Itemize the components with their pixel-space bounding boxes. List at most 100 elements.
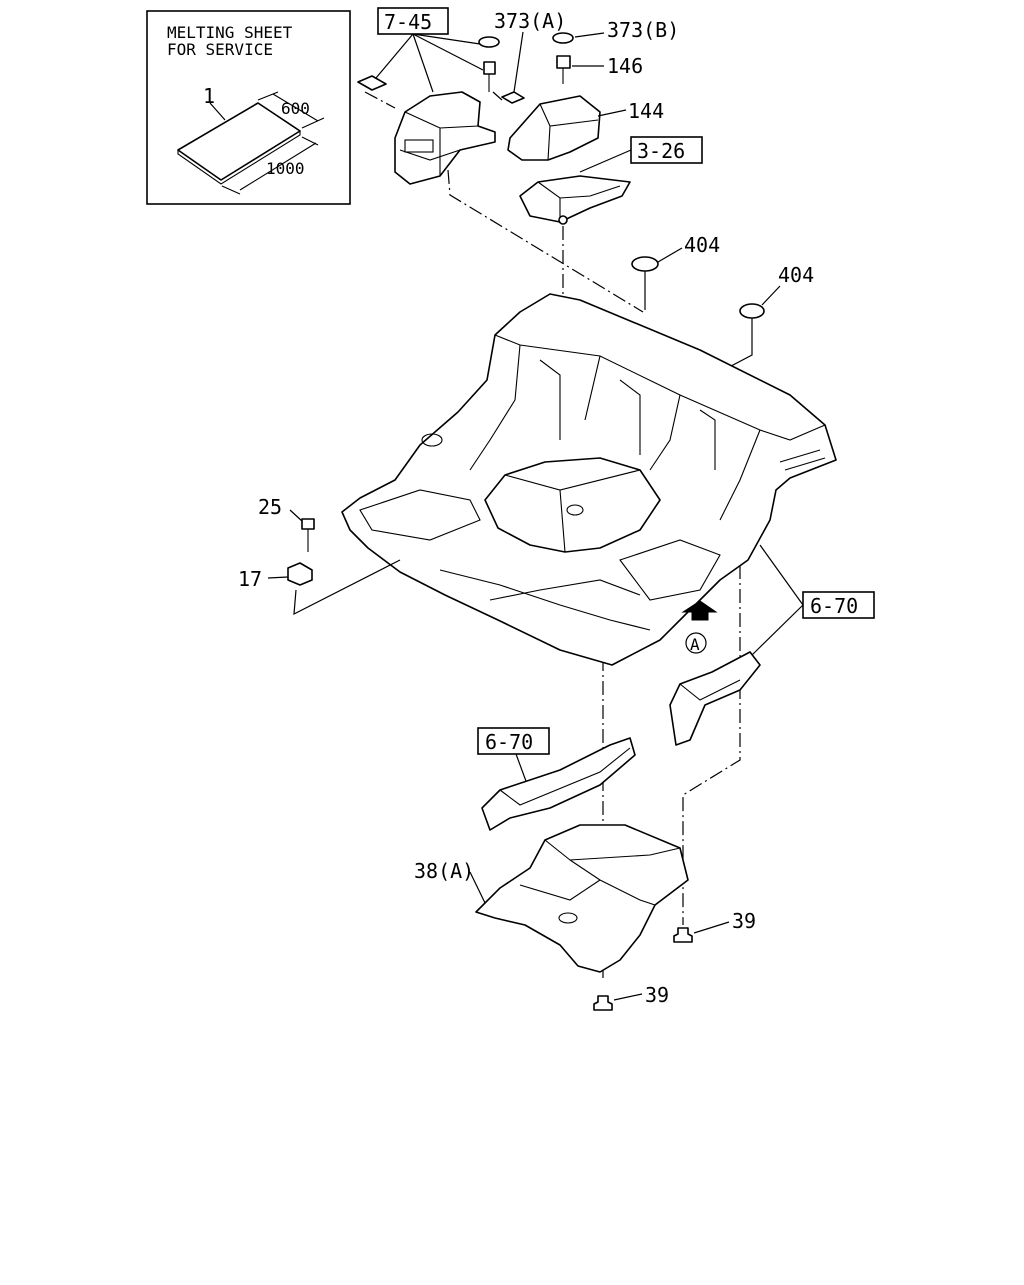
dim-1000-ext-1 [221,185,241,195]
console-assembly-right: 373(A) 373(B) 146 144 3-26 [494,9,703,225]
dim-600-line [272,93,319,122]
floor-tunnel-hole [566,504,584,516]
leader-404-right [761,285,781,306]
view-arrow-icon [681,600,718,621]
lower-floor-hole [558,912,578,924]
lower-floor-detail [519,839,681,906]
leader-7-45-c [412,33,481,45]
bolt-39-right [673,927,693,943]
bolt-25-clip-17: 25 17 [238,495,401,616]
inset-frame [146,10,351,205]
side-rail-detail [499,747,631,806]
ref-label-6-70-left: 6-70 [485,730,533,754]
floor-tunnel-detail [504,469,641,553]
dim-width-label: 600 [281,99,310,118]
label-144: 144 [628,99,664,123]
bracket-144-detail [539,103,599,161]
rail-6-70-right: 6-70 [669,544,875,746]
label-404-left: 404 [684,233,720,257]
leader-17 [267,576,289,579]
align-line-clip [364,91,396,109]
inset-title-line2: FOR SERVICE [167,40,273,59]
screw-head-left [483,61,496,75]
ref-label-6-70-right: 6-70 [810,594,858,618]
floor-side-hole [421,433,443,447]
clip-17-pointer [293,559,401,616]
label-39-center: 39 [645,983,669,1007]
side-rail [481,737,636,831]
align-line-screw [492,91,503,101]
label-25: 25 [258,495,282,519]
console-assembly-left: 7-45 [357,7,500,185]
leader-38a [469,871,487,906]
lever-assembly [519,175,631,223]
floor-panel [341,293,837,666]
console-box-pocket [404,139,434,153]
clip-373a [501,91,525,104]
floor-rear-slots [779,449,826,471]
view-circle [685,632,707,654]
bolt-39-center [593,995,613,1011]
leader-373b [574,32,605,38]
lower-floor-38a: 38(A) [414,824,689,973]
view-arrow-a: A [681,600,718,654]
bolts-39: 39 39 [593,909,756,1011]
melting-sheet-inset: MELTING SHEET FOR SERVICE 1 600 1000 [146,10,351,205]
label-39-right: 39 [732,909,756,933]
inset-part-number: 1 [203,84,215,108]
rear-bracket [669,651,761,746]
dim-1000-line [239,142,317,191]
leader-144 [597,109,627,117]
leader-25 [289,509,304,523]
dim-600-ext-1 [257,91,279,101]
floor-cross-members [469,344,761,521]
leader-3-26 [579,149,632,173]
plug-404-left [631,256,659,272]
bracket-144 [507,95,601,161]
leader-373a [513,31,524,93]
inset-title-line1: MELTING SHEET [167,23,293,42]
label-373b: 373(B) [607,18,679,42]
ref-label-3-26: 3-26 [637,139,685,163]
dim-600-ext-2 [301,117,325,129]
plug-404-right [739,303,765,319]
leader-39-center [613,993,643,1001]
plug-404-group: 404 404 [599,233,814,436]
rear-bracket-detail [679,679,741,701]
floor-seat-braces [539,359,716,470]
leader-7-45-d [412,33,484,71]
cap-373a-left [478,36,500,48]
lower-floor-section [475,824,689,973]
dim-length-label: 1000 [266,159,305,178]
label-404-right: 404 [778,263,814,287]
leader-6-70-right-b [751,604,804,656]
floor-front-right-well [619,539,721,601]
bolt-146 [556,55,571,69]
leader-6-70-right-a [759,544,804,606]
leader-7-45-b [412,33,434,93]
leader-39-right [693,921,730,934]
rail-6-70-left: 6-70 [477,727,636,831]
bolt-25 [301,518,315,530]
floor-front-rail [489,579,641,601]
label-146: 146 [607,54,643,78]
label-373a: 373(A) [494,9,566,33]
align-line-console [447,169,644,313]
console-box-detail [399,111,479,176]
label-17: 17 [238,567,262,591]
clip-17 [287,562,313,586]
console-clip [357,75,387,91]
inset-leader [209,102,226,121]
view-label: A [690,635,700,654]
floor-front-edge-line [439,569,651,631]
floor-front-left-well [359,489,481,541]
leader-7-45-a [375,33,414,79]
console-box [394,91,496,185]
lever-mount-bolt [558,215,568,225]
leader-404-left [657,247,683,263]
ref-box-6-70-left [477,727,550,755]
label-38a: 38(A) [414,859,474,883]
cap-373b [552,32,574,44]
